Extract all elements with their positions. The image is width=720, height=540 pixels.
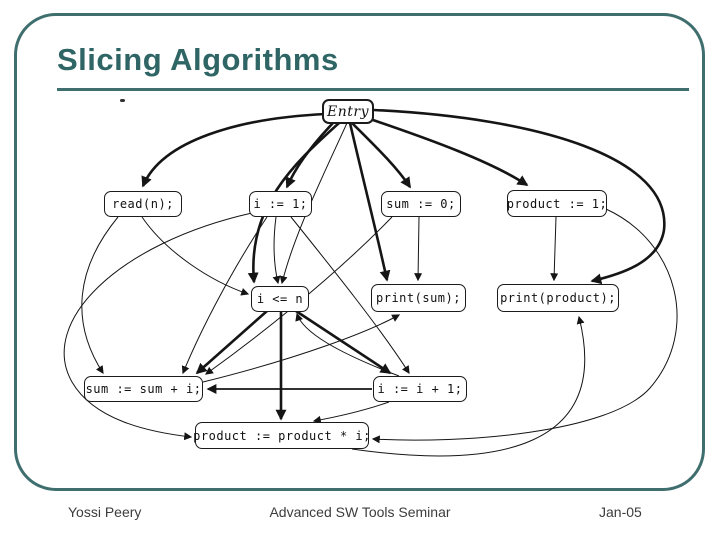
graph-node-pprod: print(product); — [497, 284, 619, 312]
graph-node-iinc: i := i + 1; — [373, 376, 467, 402]
edge-prod1-to-prodprod — [371, 208, 678, 444]
edge-sum0-to-psum — [414, 216, 423, 282]
edge-read-to-sumsum — [81, 216, 119, 375]
page-title: Slicing Algorithms — [57, 42, 339, 77]
edge-entry-to-cond — [247, 122, 340, 284]
edge-entry-to-psum — [348, 122, 391, 282]
edge-cond-to-sumsum — [195, 310, 268, 375]
edge-sumsum-to-psum — [202, 314, 401, 383]
edge-entry-to-prod1 — [369, 117, 529, 187]
graph-node-psum: print(sum); — [371, 284, 466, 312]
edge-prodprod-to-pprod — [351, 315, 586, 457]
edge-entry-to-sum0 — [351, 122, 412, 189]
footer-seminar-title: Advanced SW Tools Seminar — [269, 504, 451, 520]
edge-prod1-to-pprod — [550, 216, 559, 282]
edge-cond-to-iinc — [295, 309, 392, 375]
graph-node-cond: i <= n — [251, 286, 309, 312]
edge-i1-to-cond — [272, 216, 281, 285]
edge-entry-to-pprod — [373, 108, 666, 285]
footer-author: Yossi Peery — [68, 504, 142, 520]
edge-iinc-to-prodprod — [312, 401, 390, 424]
graph-node-sum0: sum := 0; — [381, 191, 461, 217]
title-underline — [57, 88, 689, 91]
slide-border — [14, 13, 705, 491]
graph-node-read: read(n); — [104, 191, 182, 217]
footer-date: Jan-05 — [599, 504, 642, 520]
edge-i1-to-sumsum — [181, 216, 268, 375]
graph-node-prod1: product := 1; — [507, 190, 607, 217]
graph-node-sumsum: sum := sum + i; — [84, 376, 203, 402]
graph-node-i1: i := 1; — [249, 191, 312, 217]
graph-node-entry: Entry — [322, 99, 374, 124]
edge-read-to-cond — [141, 216, 250, 296]
edge-iinc-to-cond — [295, 312, 400, 377]
edge-entry-to-read — [141, 112, 327, 188]
edge-i1-to-prodprod — [63, 212, 253, 441]
edge-i1-to-iinc — [290, 216, 410, 375]
graph-node-prodprod: product := product * i; — [193, 422, 370, 449]
bullet-dot — [120, 99, 125, 102]
edge-entry-to-i1 — [285, 122, 334, 189]
